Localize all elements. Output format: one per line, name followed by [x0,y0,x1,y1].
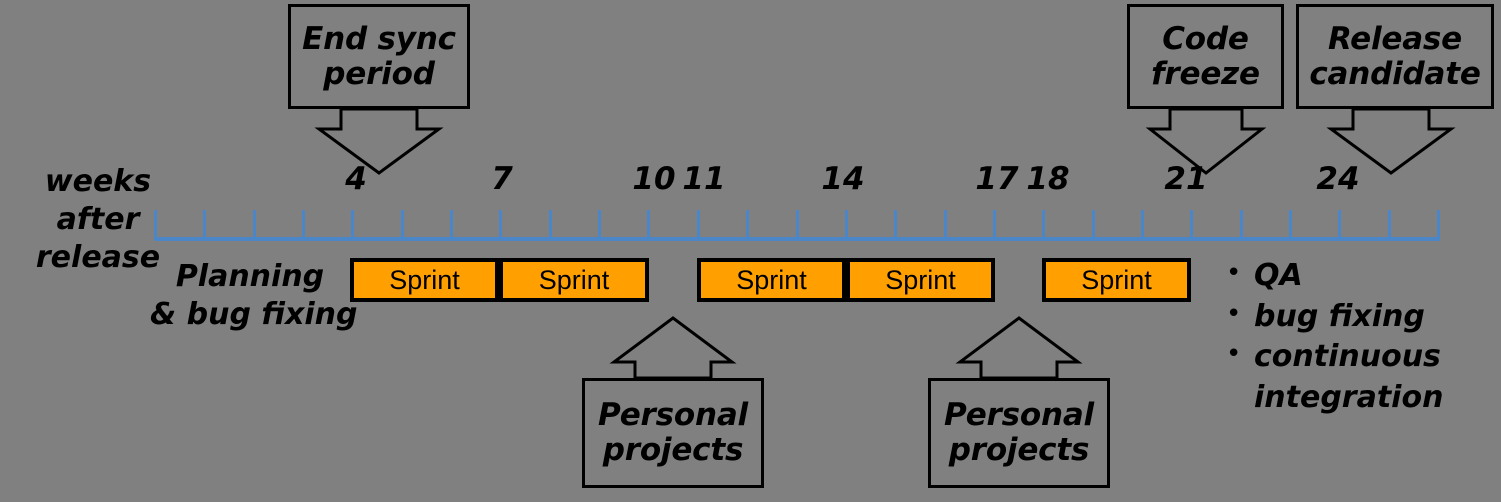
axis-tick [993,210,996,239]
axis-tick [351,210,354,239]
list-item: • bug fixing [1222,299,1497,336]
callout-code-freeze-text: Code freeze [1145,20,1266,92]
axis-tick [1141,210,1144,239]
axis-tick [1437,210,1440,239]
axis-tick [154,210,157,239]
callout-line-1: Code [1162,20,1249,57]
axis-tick [450,210,453,239]
arrow-personal-projects-2-icon [955,316,1083,380]
axis-tick [1042,210,1045,239]
callout-personal-projects-1-text: Personal projects [592,398,754,467]
planning-line-1: Planning [175,259,325,294]
bullet-glyph-icon: • [1226,258,1242,288]
list-item-label: integration [1254,379,1444,415]
week-label-4: 4 [345,161,367,197]
axis-tick [499,210,502,239]
planning-and-bug-fixing-label: Planning & bug fixing [150,258,358,335]
axis-tick [598,210,601,239]
arrow-personal-projects-1-icon [609,316,737,380]
axis-legend-weeks-after-release: weeks after release [18,163,178,276]
sprint-label: Sprint [389,264,460,295]
axis-tick [302,210,305,239]
callout-line-1: Personal [598,397,748,434]
axis-baseline [154,237,1440,241]
bullet-glyph-icon: • [1226,298,1242,329]
sprint-label: Sprint [885,264,956,295]
callout-personal-projects-2-text: Personal projects [938,398,1100,467]
callout-personal-projects-2: Personal projects [928,378,1110,488]
axis-tick [894,210,897,239]
sprint-box-3[interactable]: Sprint [697,258,846,302]
week-label-17: 17 [975,161,1019,197]
planning-line-2: & bug fixing [150,297,358,333]
week-label-10: 10 [632,161,676,197]
list-item-label: continuous [1254,339,1441,375]
axis-legend-line-1: weeks [44,164,152,199]
axis-tick [549,210,552,239]
callout-end-sync-period-text: End sync period [296,20,462,92]
timeline-axis [154,210,1440,242]
axis-tick [1338,210,1341,239]
axis-tick [697,210,700,239]
list-item-label: QA [1254,258,1303,293]
sprint-box-2[interactable]: Sprint [499,258,649,302]
sprint-box-1[interactable]: Sprint [350,258,499,302]
callout-code-freeze: Code freeze [1127,4,1284,109]
sprint-box-4[interactable]: Sprint [846,258,995,302]
sprint-label: Sprint [1081,264,1152,295]
week-label-14: 14 [821,161,865,197]
list-item-continuation: integration [1222,380,1497,417]
callout-line-1: End sync [302,20,456,57]
week-label-24: 24 [1316,161,1360,197]
axis-tick [1289,210,1292,239]
callout-line-1: Personal [944,397,1094,434]
week-label-21: 21 [1164,161,1208,197]
arrow-end-sync-period-icon [314,107,444,175]
callout-line-2: projects [948,432,1090,468]
axis-tick [1190,210,1193,239]
axis-legend-line-2: after [56,201,140,237]
axis-tick [845,210,848,239]
week-label-18: 18 [1026,161,1070,197]
callout-release-candidate-text: Release candidate [1303,20,1486,92]
axis-tick [1240,210,1243,239]
axis-legend-line-3: release [35,239,161,275]
axis-tick [253,210,256,239]
sprint-label: Sprint [538,264,610,295]
callout-line-2: projects [602,432,744,468]
axis-tick [746,210,749,239]
axis-tick [203,210,206,239]
axis-tick [944,210,947,239]
list-item: • continuous [1222,339,1497,376]
callout-personal-projects-1: Personal projects [582,378,764,488]
list-item-label: bug fixing [1254,298,1425,334]
axis-tick [647,210,650,239]
sprint-box-5[interactable]: Sprint [1042,258,1191,302]
ongoing-activities-list: • QA • bug fixing • continuous integrati… [1222,258,1497,420]
axis-tick-container [154,210,1440,241]
axis-tick [796,210,799,239]
axis-tick [1388,210,1391,239]
callout-line-1: Release [1328,20,1462,57]
axis-tick [1092,210,1095,239]
callout-release-candidate: Release candidate [1296,4,1494,109]
bullet-glyph-icon: • [1226,339,1242,370]
list-item: • QA [1222,258,1497,295]
week-label-11: 11 [682,161,726,197]
sprint-label: Sprint [736,264,807,295]
callout-line-2: freeze [1151,55,1260,92]
axis-tick [401,210,404,239]
callout-line-2: candidate [1309,55,1481,92]
week-label-7: 7 [491,161,513,197]
callout-end-sync-period: End sync period [288,4,470,109]
callout-line-2: period [323,55,435,92]
